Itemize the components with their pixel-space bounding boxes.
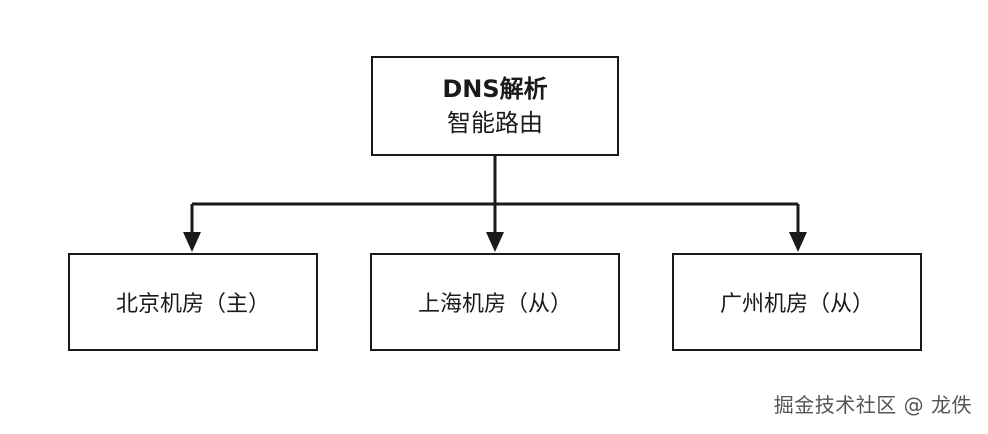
guangzhou-label: 广州机房（从） xyxy=(719,292,874,317)
arrow-to-guangzhou xyxy=(789,204,807,252)
root-subtitle: 智能路由 xyxy=(447,109,543,137)
beijing-label: 北京机房（主） xyxy=(115,292,270,317)
shanghai-datacenter-node: 上海机房（从） xyxy=(370,253,620,351)
watermark: 掘金技术社区 @ 龙佚 xyxy=(773,393,972,417)
beijing-datacenter-node: 北京机房（主） xyxy=(68,253,318,351)
shanghai-label: 上海机房（从） xyxy=(417,292,572,317)
guangzhou-datacenter-node: 广州机房（从） xyxy=(672,253,922,351)
root-title: DNS解析 xyxy=(442,75,548,103)
arrow-to-beijing xyxy=(183,204,201,252)
arrow-to-shanghai xyxy=(486,204,504,252)
dns-resolution-node: DNS解析 智能路由 xyxy=(371,56,619,156)
